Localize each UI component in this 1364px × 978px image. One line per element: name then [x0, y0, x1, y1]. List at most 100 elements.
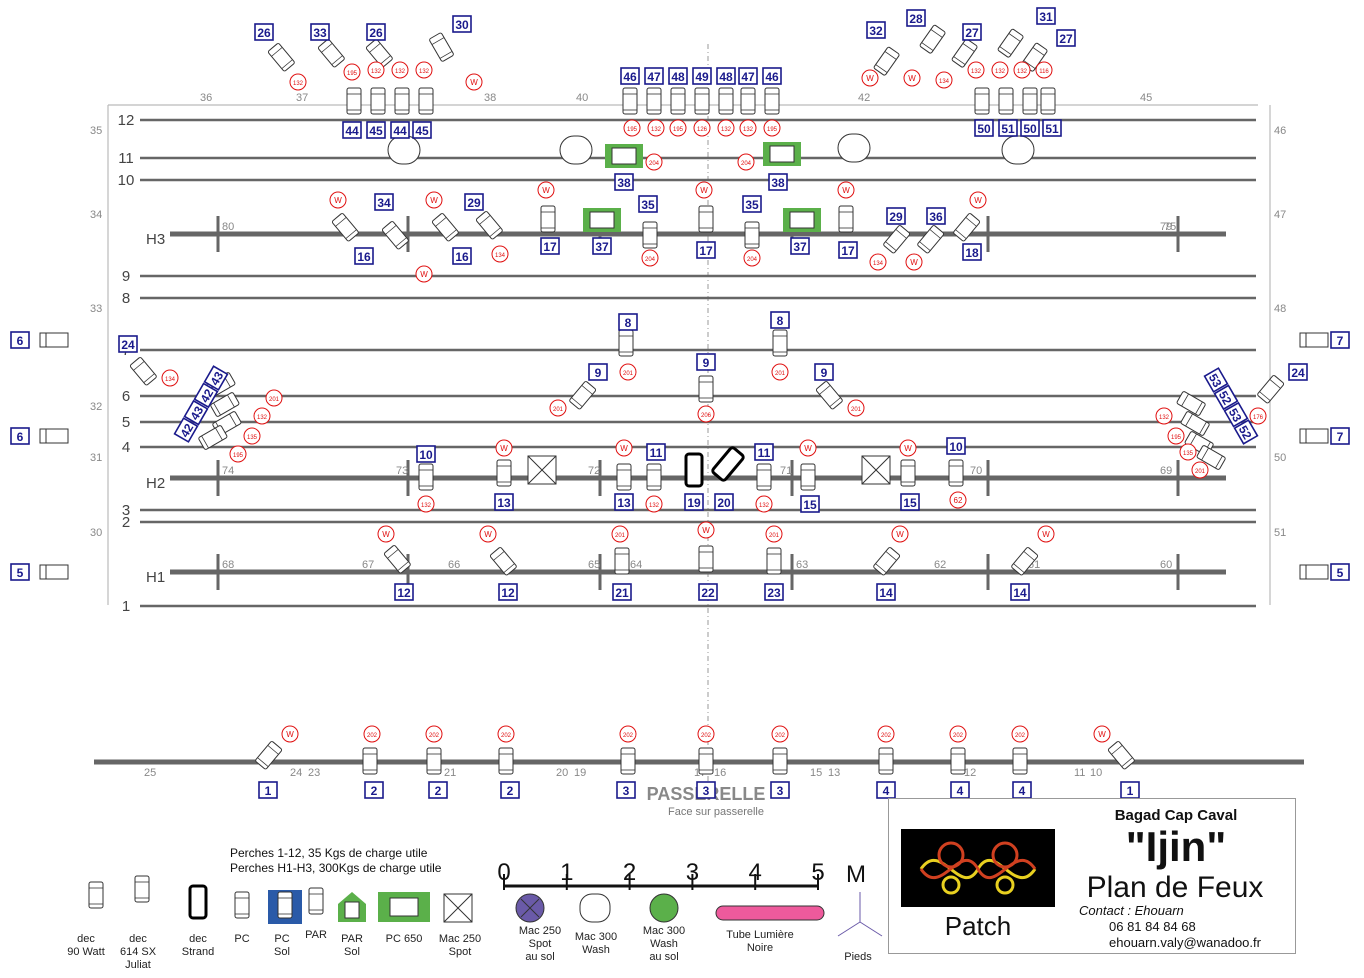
gel-code: 202 — [877, 725, 895, 743]
gel-code: 204 — [641, 249, 659, 267]
fixture-body — [883, 225, 911, 254]
gel-text: 132 — [257, 415, 268, 421]
fixture-body — [744, 221, 760, 249]
passerelle-sub: Face sur passerelle — [668, 806, 764, 818]
gel-circle — [619, 725, 637, 743]
gel-circle — [329, 191, 347, 209]
fixture-line — [955, 229, 967, 239]
gel-code: 135 — [1179, 443, 1197, 461]
gel-text: 204 — [645, 257, 656, 263]
fixture-body — [998, 87, 1014, 115]
badge-number: 4 — [957, 784, 964, 798]
pc650-icon — [589, 211, 615, 229]
fixture-body — [418, 463, 434, 491]
plan-title: Plan de Feux — [1086, 871, 1264, 904]
gel-text: W — [470, 78, 478, 87]
gel-circle — [697, 521, 715, 539]
gel-code: W — [891, 525, 909, 543]
gel-code: 126 — [693, 119, 711, 137]
fixture-body — [418, 87, 434, 115]
fixture-icon — [873, 547, 901, 576]
gel-code: W — [899, 439, 917, 457]
top-dim: 45 — [1140, 92, 1152, 104]
gel-code: W — [837, 181, 855, 199]
fixture-icon — [418, 463, 434, 491]
pc650-icon — [769, 145, 795, 163]
badge-number: 45 — [415, 124, 429, 138]
badge-box — [10, 563, 30, 581]
gel-code: 202 — [363, 725, 381, 743]
fixture-line — [387, 549, 399, 559]
fixture-icon — [646, 463, 662, 491]
bar-label: 9 — [122, 268, 130, 285]
gel-code: 201 — [771, 363, 789, 381]
fixture-icon — [974, 87, 990, 115]
badge-number: 48 — [671, 70, 685, 84]
gel-code: 201 — [765, 525, 783, 543]
fixture-line — [1215, 455, 1223, 469]
gel-text: W — [334, 196, 342, 205]
gel-code: 134 — [935, 71, 953, 89]
badge-box — [692, 67, 712, 85]
badge-box — [900, 493, 920, 511]
badge-number: 36 — [929, 210, 943, 224]
badge-number: 13 — [497, 496, 511, 510]
fixture-line — [321, 43, 333, 53]
circuit-badge: 45 — [366, 121, 386, 139]
circuit-badge: 24 — [118, 335, 138, 353]
badge-box — [1330, 331, 1350, 349]
badge-number: 10 — [949, 440, 963, 454]
fixture-body — [277, 891, 293, 919]
gel-text: 201 — [553, 407, 564, 413]
fixture-line — [439, 51, 453, 59]
fixture-icon — [426, 747, 442, 775]
fixture-icon — [873, 46, 900, 76]
gel-text: W — [382, 530, 390, 539]
circuit-badge: 33 — [310, 23, 330, 41]
badge-box — [193, 382, 219, 409]
pc650-icon — [789, 211, 815, 229]
circuit-badge: 52 — [1213, 384, 1239, 411]
circuit-badge: 26 — [366, 23, 386, 41]
badge-number: 20 — [717, 496, 731, 510]
gel-code: 132 — [253, 407, 271, 425]
gel-text: 134 — [873, 261, 884, 267]
contact-line: Contact : Ehouarn — [1079, 903, 1184, 918]
fixture-icon — [317, 39, 345, 68]
top-dim: 38 — [484, 92, 496, 104]
badge-box — [1010, 583, 1030, 601]
fixture-icon — [365, 39, 393, 68]
circuit-badge: 50 — [974, 119, 994, 137]
badge-number: 35 — [745, 198, 759, 212]
fixture-icon — [489, 547, 517, 576]
badge-box — [876, 781, 896, 799]
gel-code: W — [903, 69, 921, 87]
scale-unit: M — [846, 861, 866, 888]
body — [344, 901, 360, 919]
fixture-line — [921, 42, 934, 51]
circuit-badge: 12 — [498, 583, 518, 601]
gel-code: 132 — [647, 119, 665, 137]
fixture-icon — [948, 459, 964, 487]
badge-box — [906, 9, 926, 27]
gel-text: 202 — [429, 733, 440, 739]
circuit-badge: 13 — [614, 493, 634, 511]
bar-label: 6 — [122, 388, 130, 405]
badge-number: 43 — [187, 404, 206, 423]
badge-box — [742, 195, 762, 213]
circuit-badge: 48 — [716, 67, 736, 85]
gel-code: 202 — [949, 725, 967, 743]
gel-text: 201 — [1195, 469, 1206, 475]
bar-num-left: 32 — [90, 401, 102, 413]
legend-label: au sol — [525, 951, 554, 963]
gel-code: 204 — [645, 153, 663, 171]
fixture-body — [698, 545, 714, 573]
gel-circle — [1093, 725, 1111, 743]
circuit-badge: 45 — [412, 121, 432, 139]
gel-circle — [737, 153, 755, 171]
gel-circle — [623, 119, 641, 137]
fixture-icon — [498, 747, 514, 775]
badge-number: 42 — [197, 386, 216, 405]
gel-text: 201 — [623, 371, 634, 377]
